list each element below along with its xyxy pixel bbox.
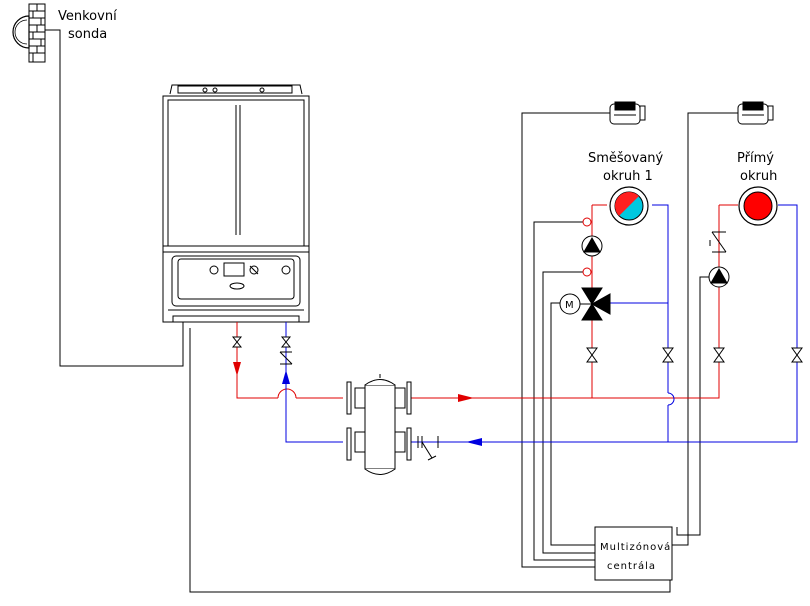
room-thermostat-1 — [609, 101, 646, 125]
valve-motor-label: M — [565, 300, 575, 311]
mixing-valve — [559, 287, 611, 321]
direct-circuit-indicator — [738, 186, 778, 226]
mixed-return-isolation-valve — [662, 347, 674, 363]
return-arrow-up — [282, 370, 290, 384]
supply-piping — [236, 204, 738, 399]
outdoor-sensor-label-2: sonda — [68, 27, 107, 42]
supply-arrow-down — [233, 362, 241, 376]
supply-arrow-right — [458, 394, 474, 402]
hydraulic-separator — [346, 374, 412, 475]
direct-circuit-label-2: okruh — [740, 169, 777, 184]
outdoor-sensor — [12, 3, 46, 63]
outdoor-sensor-label-1: Venkovní — [58, 9, 117, 24]
gas-boiler — [162, 84, 310, 323]
controller-label-2: centrála — [607, 560, 656, 572]
direct-circuit-check-valve — [709, 231, 727, 253]
direct-return-isolation-valve — [791, 347, 803, 363]
direct-circuit-label-1: Přímý — [737, 151, 774, 166]
boiler-return-valve — [279, 336, 293, 365]
mixed-circuit-sensor-1 — [582, 217, 592, 277]
direct-circuit-pump — [708, 266, 730, 288]
return-filter — [417, 436, 439, 461]
mixed-circuit-indicator — [609, 186, 649, 226]
boiler-supply-valve — [231, 336, 243, 348]
multizone-controller — [594, 526, 673, 581]
control-wiring — [45, 29, 740, 593]
mixed-circuit-label-2: okruh 1 — [603, 169, 653, 184]
direct-supply-isolation-valve — [713, 347, 725, 363]
return-arrow-left — [466, 438, 482, 446]
mixed-supply-isolation-valve — [586, 347, 598, 363]
return-piping — [285, 204, 798, 443]
mixed-circuit-pump — [581, 235, 603, 257]
controller-label-1: Multizónová — [600, 541, 671, 553]
room-thermostat-2 — [737, 101, 774, 125]
mixed-circuit-label-1: Směšovaný — [588, 151, 664, 166]
